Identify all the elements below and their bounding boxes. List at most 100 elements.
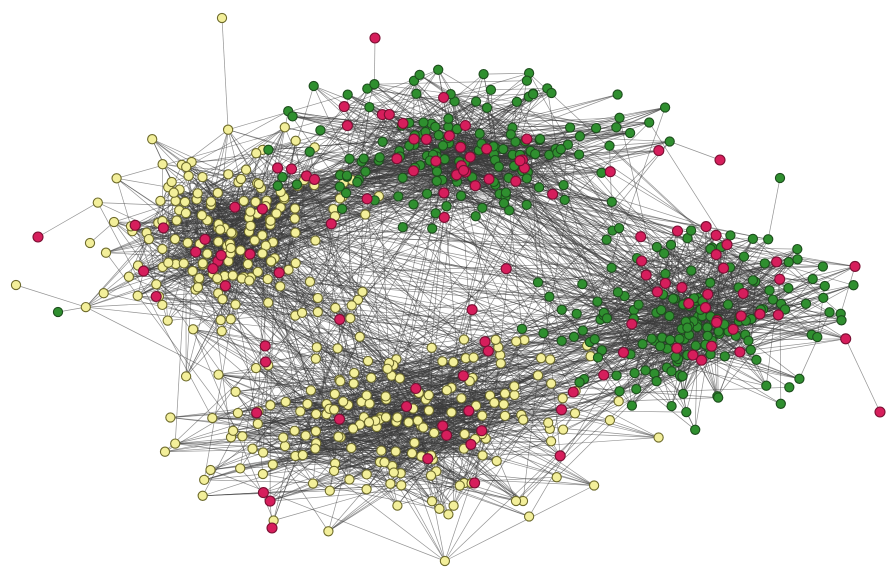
graph-node-community-b [556,304,567,315]
graph-node-bridge [771,256,783,268]
graph-edge [358,179,619,402]
graph-edge [419,74,526,142]
graph-node-bridge [457,370,469,382]
graph-node-community-a [283,264,294,275]
graph-node-community-b [604,140,615,151]
graph-node-bridge [721,239,733,251]
graph-edge [175,438,486,444]
graph-edge [85,306,219,375]
graph-edge [156,296,585,380]
graph-node-community-a [310,426,322,437]
graph-node-community-b [530,148,541,160]
graph-node-community-a [310,408,322,420]
graph-node-bridge [653,145,665,157]
graph-edge [218,367,257,375]
graph-edge [192,270,314,484]
graph-edge [97,202,213,419]
graph-node-community-a [280,396,291,408]
graph-node-community-b [574,131,586,142]
graph-edge [444,485,595,562]
graph-node-community-a [289,213,300,224]
graph-node-community-a [257,248,268,259]
graph-node-community-b [369,79,380,90]
graph-node-bridge [683,297,695,310]
graph-node-community-a [409,437,420,448]
graph-node-bridge [32,231,44,243]
graph-node-bridge [272,162,284,174]
graph-edge [552,193,701,311]
graph-node-community-b [690,340,701,351]
graph-node-community-a [237,431,248,442]
graph-edge [202,488,367,497]
graph-edge [199,277,515,387]
graph-node-bridge [264,495,276,507]
graph-node-community-a [468,352,479,363]
graph-node-community-a [354,331,365,342]
graph-node-bridge [361,193,373,205]
graph-edge [162,83,375,268]
graph-edge [295,232,665,254]
graph-edge [515,367,668,502]
graph-node-community-b [759,258,770,269]
graph-node-bridge [714,154,726,166]
graph-node-bridge [687,349,699,361]
graph-node-bridge [510,175,522,187]
graph-edge [203,211,251,480]
graph-node-bridge [397,117,409,129]
graph-node-community-a [604,415,616,426]
graph-node-community-b [681,406,692,418]
graph-node-community-b [682,322,693,333]
graph-node-community-b [516,323,528,335]
graph-node-community-a [230,386,241,397]
graph-node-community-a [205,464,216,476]
graph-edge [669,141,721,161]
graph-node-community-a [543,417,554,428]
graph-edge [273,440,552,521]
graph-node-community-a [225,314,236,325]
graph-node-community-a [289,425,300,436]
graph-edge [279,286,304,456]
graph-node-community-a [132,290,143,301]
graph-node-community-a [509,381,520,392]
graph-node-community-a [187,324,199,335]
graph-edge [397,482,465,506]
graph-node-bridge [735,310,747,322]
graph-node-bridge [455,141,467,153]
graph-node-community-a [361,469,372,480]
graph-edge [317,297,734,330]
graph-node-community-b [304,146,315,157]
graph-node-community-a [296,307,308,318]
graph-edge [422,101,455,428]
graph-node-community-b [664,136,675,147]
graph-node-community-a [249,235,260,246]
graph-node-community-b [478,68,489,80]
graph-node-community-a [207,412,218,424]
graph-node-bridge [420,133,432,145]
graph-node-bridge [215,249,227,261]
graph-edge [270,400,619,502]
graph-node-community-b [559,194,570,206]
graph-edge [574,412,659,438]
graph-node-bridge [676,281,688,293]
graph-node-community-a [213,236,224,247]
graph-node-bridge [138,265,150,277]
graph-node-community-a [490,334,501,345]
graph-edge [175,238,740,318]
graph-node-community-a [332,343,343,354]
graph-node-community-b [611,370,622,381]
graph-node-community-b [291,179,303,190]
graph-edge [420,165,619,293]
graph-edge [366,405,477,490]
graph-edge [309,151,368,396]
graph-node-community-a [111,173,122,184]
graph-edge [116,177,169,188]
graph-edge [397,149,562,418]
graph-node-community-b [702,330,713,342]
graph-node-community-b [564,122,576,133]
graph-node-community-b [534,133,546,145]
graph-node-community-a [439,555,451,567]
graph-edge [185,193,199,377]
graph-node-community-a [406,448,418,459]
graph-node-community-b [481,102,493,113]
graph-node-community-a [275,281,286,292]
